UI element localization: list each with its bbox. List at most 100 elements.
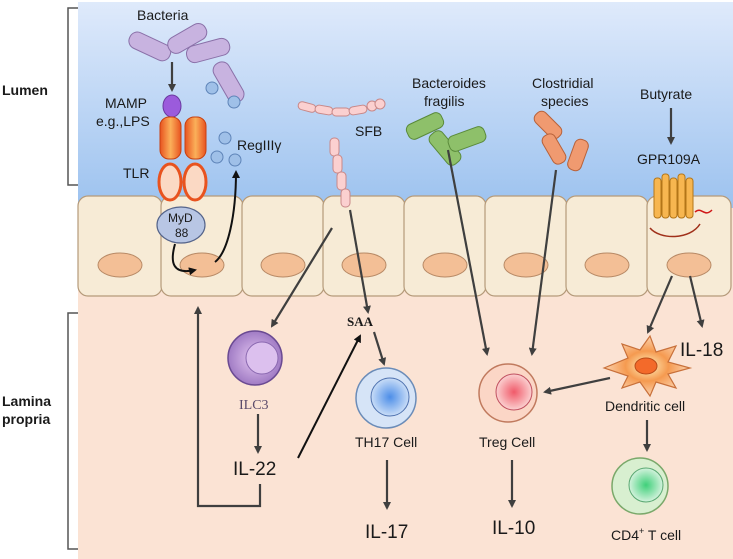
cd4-t-cell <box>611 457 669 515</box>
regiiiy-label: RegIIIγ <box>237 137 281 153</box>
gpr109a-receptor-icon <box>649 173 713 238</box>
lumen-label: Lumen <box>2 82 48 98</box>
bacterial-particle <box>227 95 241 109</box>
tlr-label: TLR <box>123 165 149 181</box>
il18-label: IL-18 <box>680 340 723 361</box>
th17-cell <box>355 367 417 429</box>
gpr-helix <box>677 173 686 219</box>
th17-nucleus <box>370 377 410 417</box>
saa-to-th17-arrow <box>372 331 387 366</box>
bacterium-rod <box>128 31 172 62</box>
gpr-tail <box>694 209 713 214</box>
gpr109a-label: GPR109A <box>637 151 701 167</box>
epithelial-cell <box>241 195 325 297</box>
sfb-segment <box>332 154 343 174</box>
tlr-receptor-icon <box>157 116 208 202</box>
myd88-label-line2: 88 <box>175 226 189 240</box>
sfb-to-saa-arrow <box>348 209 371 314</box>
cell-nucleus <box>503 252 549 278</box>
gpr-to-dc-arrow <box>646 275 674 334</box>
mamp-lps-icon <box>162 94 182 118</box>
clostridial-label-line1: Clostridial <box>532 75 593 91</box>
sfb-segment <box>348 104 368 116</box>
cd4-superscript: + <box>639 526 644 536</box>
sfb-segment <box>340 188 351 208</box>
sfb-tip <box>374 98 386 110</box>
clostridial-species-icon <box>533 110 589 172</box>
gpr-helix <box>669 177 678 219</box>
tlr-segment <box>159 116 182 160</box>
il10-label: IL-10 <box>492 518 535 539</box>
lumen-bracket <box>67 7 78 186</box>
clostridial-label-line2: species <box>541 93 588 109</box>
cell-nucleus <box>341 252 387 278</box>
butyrate-label: Butyrate <box>640 86 692 102</box>
tlr-segment <box>184 116 207 160</box>
tlr-tm-domain <box>157 162 183 202</box>
cell-nucleus <box>260 252 306 278</box>
clostridium-rod <box>567 138 589 172</box>
regiiiy-molecule <box>218 131 232 145</box>
sfb-segment <box>336 171 347 191</box>
lamina-label-line2: propria <box>2 411 50 427</box>
gpr-loop <box>649 223 701 238</box>
clostridium-rod <box>541 133 567 165</box>
il22-to-epithelium-arrow <box>194 306 262 508</box>
epithelial-cell <box>77 195 163 297</box>
cell-nucleus <box>97 252 143 278</box>
bacteroides-label-line2: fragilis <box>424 93 464 109</box>
clostridium-rod <box>533 110 563 140</box>
gpr-to-il18-arrow <box>688 275 705 328</box>
cd4-text: CD4 <box>611 527 639 543</box>
nucleus-to-regiiiy-arrow <box>214 170 240 263</box>
ilc3-label: ILC3 <box>239 398 269 413</box>
th17-label: TH17 Cell <box>355 434 417 450</box>
treg-cell <box>478 363 538 423</box>
bacteroides-rod <box>405 112 445 140</box>
regiiiy-molecule <box>210 150 224 164</box>
il17-label: IL-17 <box>365 522 408 543</box>
ilc3-nucleus <box>245 341 279 375</box>
ilc3-cell <box>227 330 283 386</box>
gpr-helix <box>653 177 662 219</box>
dendritic-nucleus <box>634 357 658 375</box>
bacteroides-rod <box>447 126 487 152</box>
dendritic-cell-label: Dendritic cell <box>605 398 685 414</box>
treg-label: Treg Cell <box>479 434 535 450</box>
regiiiy-molecule <box>228 153 242 167</box>
cell-nucleus <box>179 252 225 278</box>
lamina-bracket <box>67 312 78 550</box>
mamp-label: MAMP <box>105 95 147 111</box>
gpr-helix <box>685 177 694 219</box>
bacterium-rod <box>185 37 231 64</box>
bacteria-label: Bacteria <box>137 7 189 23</box>
treg-nucleus <box>495 373 533 411</box>
epithelial-cell <box>484 195 568 297</box>
bacteroides-fragilis-icon <box>405 112 487 166</box>
sfb-to-ilc3-arrow <box>270 227 333 328</box>
bacteroides-label-line1: Bacteroides <box>412 75 486 91</box>
sfb-icon <box>297 98 386 208</box>
il22-to-saa-arrow <box>297 334 361 459</box>
saa-label: SAA <box>347 314 374 329</box>
dendritic-cell <box>602 334 693 398</box>
sfb-segment <box>331 107 351 117</box>
myd88-to-nucleus-arrow <box>171 243 197 276</box>
bacteroides-to-treg-arrow <box>446 149 490 356</box>
bacterial-particle <box>205 81 219 95</box>
dc-to-treg-arrow <box>543 376 611 395</box>
sfb-label: SFB <box>355 123 382 139</box>
il22-label: IL-22 <box>233 459 276 480</box>
myd88-label-line1: MyD <box>168 211 193 225</box>
cell-nucleus <box>666 252 712 278</box>
cd4-t-cell-label: CD4+ T cell <box>611 526 681 543</box>
clostridial-to-treg-arrow <box>528 169 558 356</box>
epithelial-cell <box>565 195 649 297</box>
lamina-label-line1: Lamina <box>2 393 51 409</box>
tlr-tm-domain <box>182 162 208 202</box>
bacteria-group <box>128 23 245 109</box>
cell-nucleus <box>422 252 468 278</box>
cd4-tail-text: T cell <box>644 527 681 543</box>
